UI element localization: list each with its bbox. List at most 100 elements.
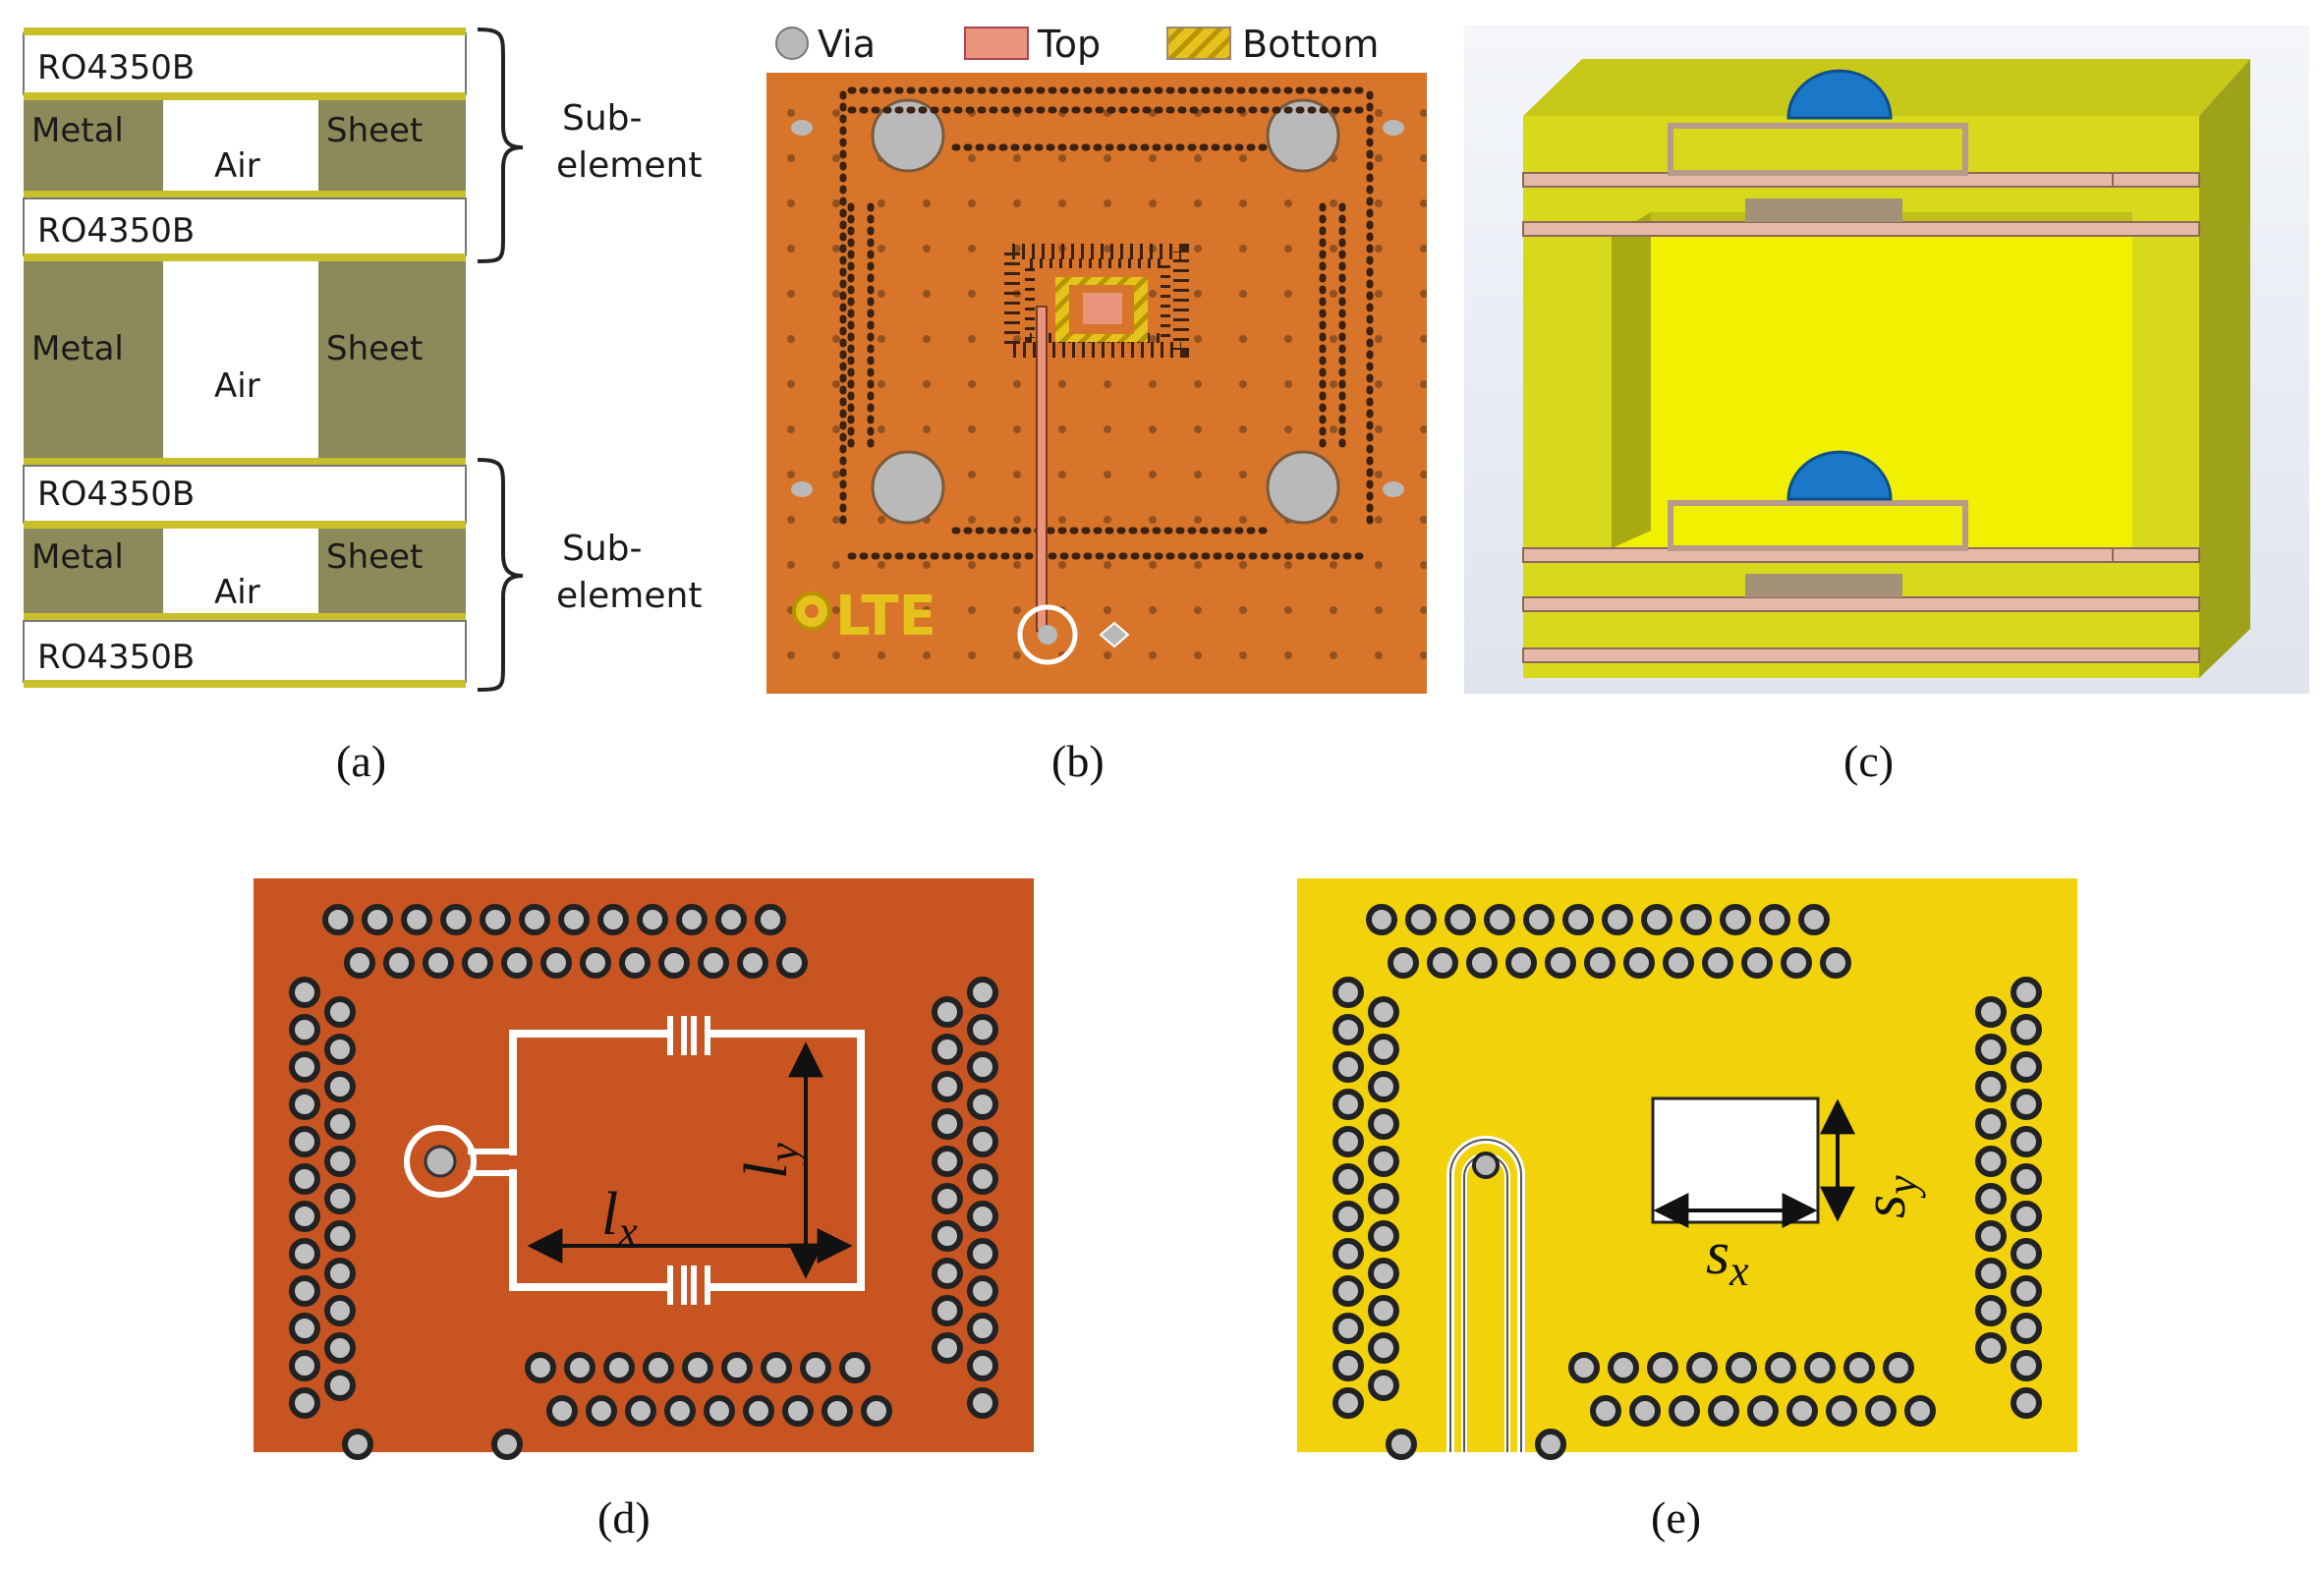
via xyxy=(324,1295,356,1326)
via xyxy=(1368,1332,1399,1364)
legend-top-swatch xyxy=(964,27,1029,60)
via xyxy=(1368,1071,1399,1102)
via xyxy=(322,904,354,935)
via xyxy=(324,1146,356,1177)
via xyxy=(932,1146,963,1177)
via-array-e xyxy=(1332,904,2042,1460)
via xyxy=(558,904,590,935)
via xyxy=(1629,1395,1661,1427)
panel-c-3d-view xyxy=(1464,26,2309,694)
via xyxy=(761,1352,792,1383)
via xyxy=(698,947,729,979)
via xyxy=(1368,1220,1399,1252)
via xyxy=(967,1163,998,1195)
via xyxy=(324,1034,356,1065)
via xyxy=(2011,1275,2042,1307)
via xyxy=(1820,947,1851,979)
via xyxy=(2011,1350,2042,1381)
via xyxy=(1505,947,1537,979)
via xyxy=(1726,1352,1757,1383)
via xyxy=(289,1275,320,1307)
via xyxy=(586,1395,617,1427)
via xyxy=(743,1395,774,1427)
via xyxy=(1786,1395,1818,1427)
via xyxy=(289,1350,320,1381)
via xyxy=(1332,1275,1364,1307)
via xyxy=(491,1429,523,1460)
via xyxy=(1641,904,1672,935)
via xyxy=(1975,1332,2007,1364)
via xyxy=(1602,904,1633,935)
via xyxy=(2011,1238,2042,1269)
via xyxy=(1562,904,1594,935)
via xyxy=(1368,1146,1399,1177)
via xyxy=(501,947,533,979)
via xyxy=(1669,1395,1700,1427)
substrate-label-2: RO4350B xyxy=(37,211,195,251)
via xyxy=(721,1352,753,1383)
via xyxy=(1332,1201,1364,1232)
legend-via-label: Via xyxy=(818,23,876,66)
via xyxy=(324,1258,356,1289)
via xyxy=(1804,1352,1836,1383)
caption-b: (b) xyxy=(1051,736,1105,786)
via xyxy=(1388,947,1419,979)
via xyxy=(289,977,320,1008)
panel-a-stackup: RO4350B Metal Air Sheet RO4350B Metal Ai… xyxy=(23,28,702,692)
via xyxy=(1686,1352,1718,1383)
brace-bottom xyxy=(477,458,524,692)
panel-d-top-layer: lx ly xyxy=(254,878,1034,1460)
via xyxy=(342,1429,373,1460)
via xyxy=(289,1238,320,1269)
via xyxy=(1332,1014,1364,1045)
via xyxy=(1708,1395,1739,1427)
via xyxy=(324,1332,356,1364)
caption-c: (c) xyxy=(1843,736,1894,786)
via xyxy=(1332,1089,1364,1120)
dim-sx-label: sx xyxy=(1706,1220,1749,1295)
via xyxy=(932,996,963,1028)
via xyxy=(839,1352,871,1383)
via xyxy=(2011,1014,2042,1045)
lte-logo: LTE xyxy=(835,585,936,648)
mounting-vias xyxy=(791,98,1404,525)
via xyxy=(289,1163,320,1195)
via xyxy=(423,947,454,979)
caption-e: (e) xyxy=(1651,1492,1701,1543)
via xyxy=(580,947,611,979)
via xyxy=(822,1395,853,1427)
via xyxy=(289,1089,320,1120)
via xyxy=(1608,1352,1639,1383)
via xyxy=(1865,1395,1897,1427)
via xyxy=(1584,947,1615,979)
dim-lx-label: lx xyxy=(601,1181,638,1256)
via xyxy=(637,904,668,935)
via xyxy=(2011,1387,2042,1419)
via xyxy=(1368,996,1399,1028)
resonator-loop xyxy=(509,1030,865,1291)
via xyxy=(676,904,708,935)
metal-label-3: Metal xyxy=(31,537,124,577)
via xyxy=(344,947,375,979)
via xyxy=(1975,1108,2007,1140)
via xyxy=(932,1295,963,1326)
via xyxy=(324,1071,356,1102)
via xyxy=(1647,1352,1678,1383)
via xyxy=(932,1034,963,1065)
via xyxy=(967,1350,998,1381)
sub-element-label-bottom-2: element xyxy=(556,576,702,616)
sheet-label-2: Sheet xyxy=(326,329,423,368)
via xyxy=(800,1352,831,1383)
legend-via-swatch xyxy=(775,27,809,60)
caption-a: (a) xyxy=(336,736,386,786)
via xyxy=(1332,1051,1364,1083)
via xyxy=(1759,904,1790,935)
substrate-label-1: RO4350B xyxy=(37,48,195,87)
via xyxy=(1843,1352,1875,1383)
via-array-d xyxy=(289,904,998,1460)
via xyxy=(324,1220,356,1252)
via xyxy=(1368,1034,1399,1065)
via xyxy=(967,1275,998,1307)
via xyxy=(289,1313,320,1344)
brace-top xyxy=(477,28,524,263)
